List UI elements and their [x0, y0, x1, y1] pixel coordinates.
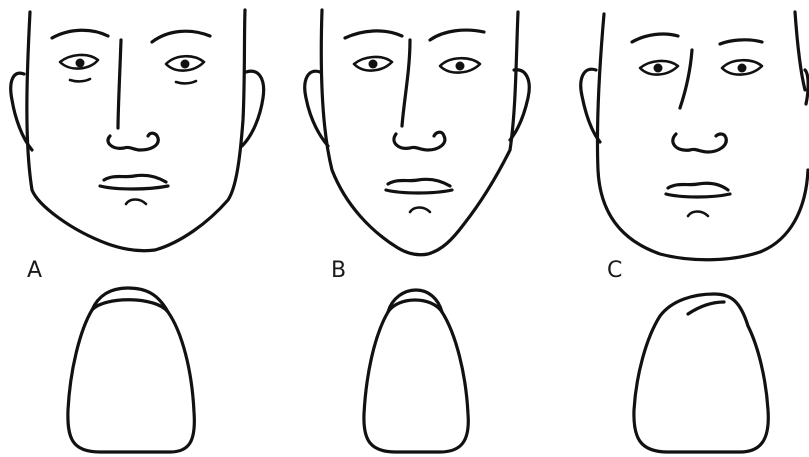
tooth-a	[68, 288, 194, 452]
tooth-a-outline	[68, 300, 194, 452]
tooth-c-outline	[634, 294, 768, 452]
tooth-b-outline	[364, 300, 468, 452]
panel-a	[11, 10, 264, 452]
face-c-nose-base	[673, 134, 726, 152]
face-a-left-eye-lid	[70, 79, 90, 81]
face-c	[581, 12, 808, 260]
face-b-upper-lip	[388, 179, 450, 186]
face-b-chin-fold	[410, 208, 430, 213]
face-c-nose-bridge	[680, 50, 692, 108]
face-a-nose-base	[108, 133, 158, 150]
face-c-upper-lip	[668, 183, 728, 190]
panel-b	[305, 10, 529, 452]
face-c-outline	[597, 14, 808, 260]
face-c-right-pupil	[738, 64, 747, 73]
panel-label-a: A	[27, 260, 42, 282]
panel-c	[581, 12, 808, 452]
face-b-mouth-line	[386, 190, 452, 193]
face-c-mouth-line	[666, 194, 730, 197]
face-c-left-pupil	[654, 64, 663, 73]
face-b-right-pupil	[456, 62, 465, 71]
tooth-c-edge	[688, 302, 724, 314]
face-a-left-brow	[52, 30, 108, 38]
face-b-nose-bridge	[402, 40, 410, 126]
face-a-right-brow	[152, 31, 210, 42]
face-b-outline	[321, 10, 518, 255]
face-c-chin-fold	[688, 212, 708, 217]
tooth-b	[364, 290, 468, 452]
panel-label-b: B	[331, 260, 346, 282]
face-a-nose-bridge	[118, 40, 121, 128]
tooth-c	[634, 294, 768, 452]
face-b-left-brow	[345, 31, 402, 38]
face-a-mouth-line	[100, 186, 168, 189]
face-a-outline	[27, 10, 245, 251]
face-a-upper-lip	[104, 175, 166, 182]
panel-label-c: C	[607, 260, 622, 282]
face-c-left-brow	[632, 34, 678, 42]
face-b	[305, 10, 529, 255]
face-b-nose-base	[394, 132, 445, 150]
face-b-left-pupil	[369, 60, 378, 69]
face-a-chin-fold	[126, 200, 146, 205]
face-c-right-side	[795, 12, 805, 90]
face-a	[11, 10, 264, 251]
face-a-right-eye-lid	[176, 81, 196, 83]
face-a-right-pupil	[181, 60, 190, 69]
face-c-right-brow	[720, 40, 762, 44]
face-a-left-pupil	[76, 59, 85, 68]
face-b-right-brow	[430, 30, 484, 40]
